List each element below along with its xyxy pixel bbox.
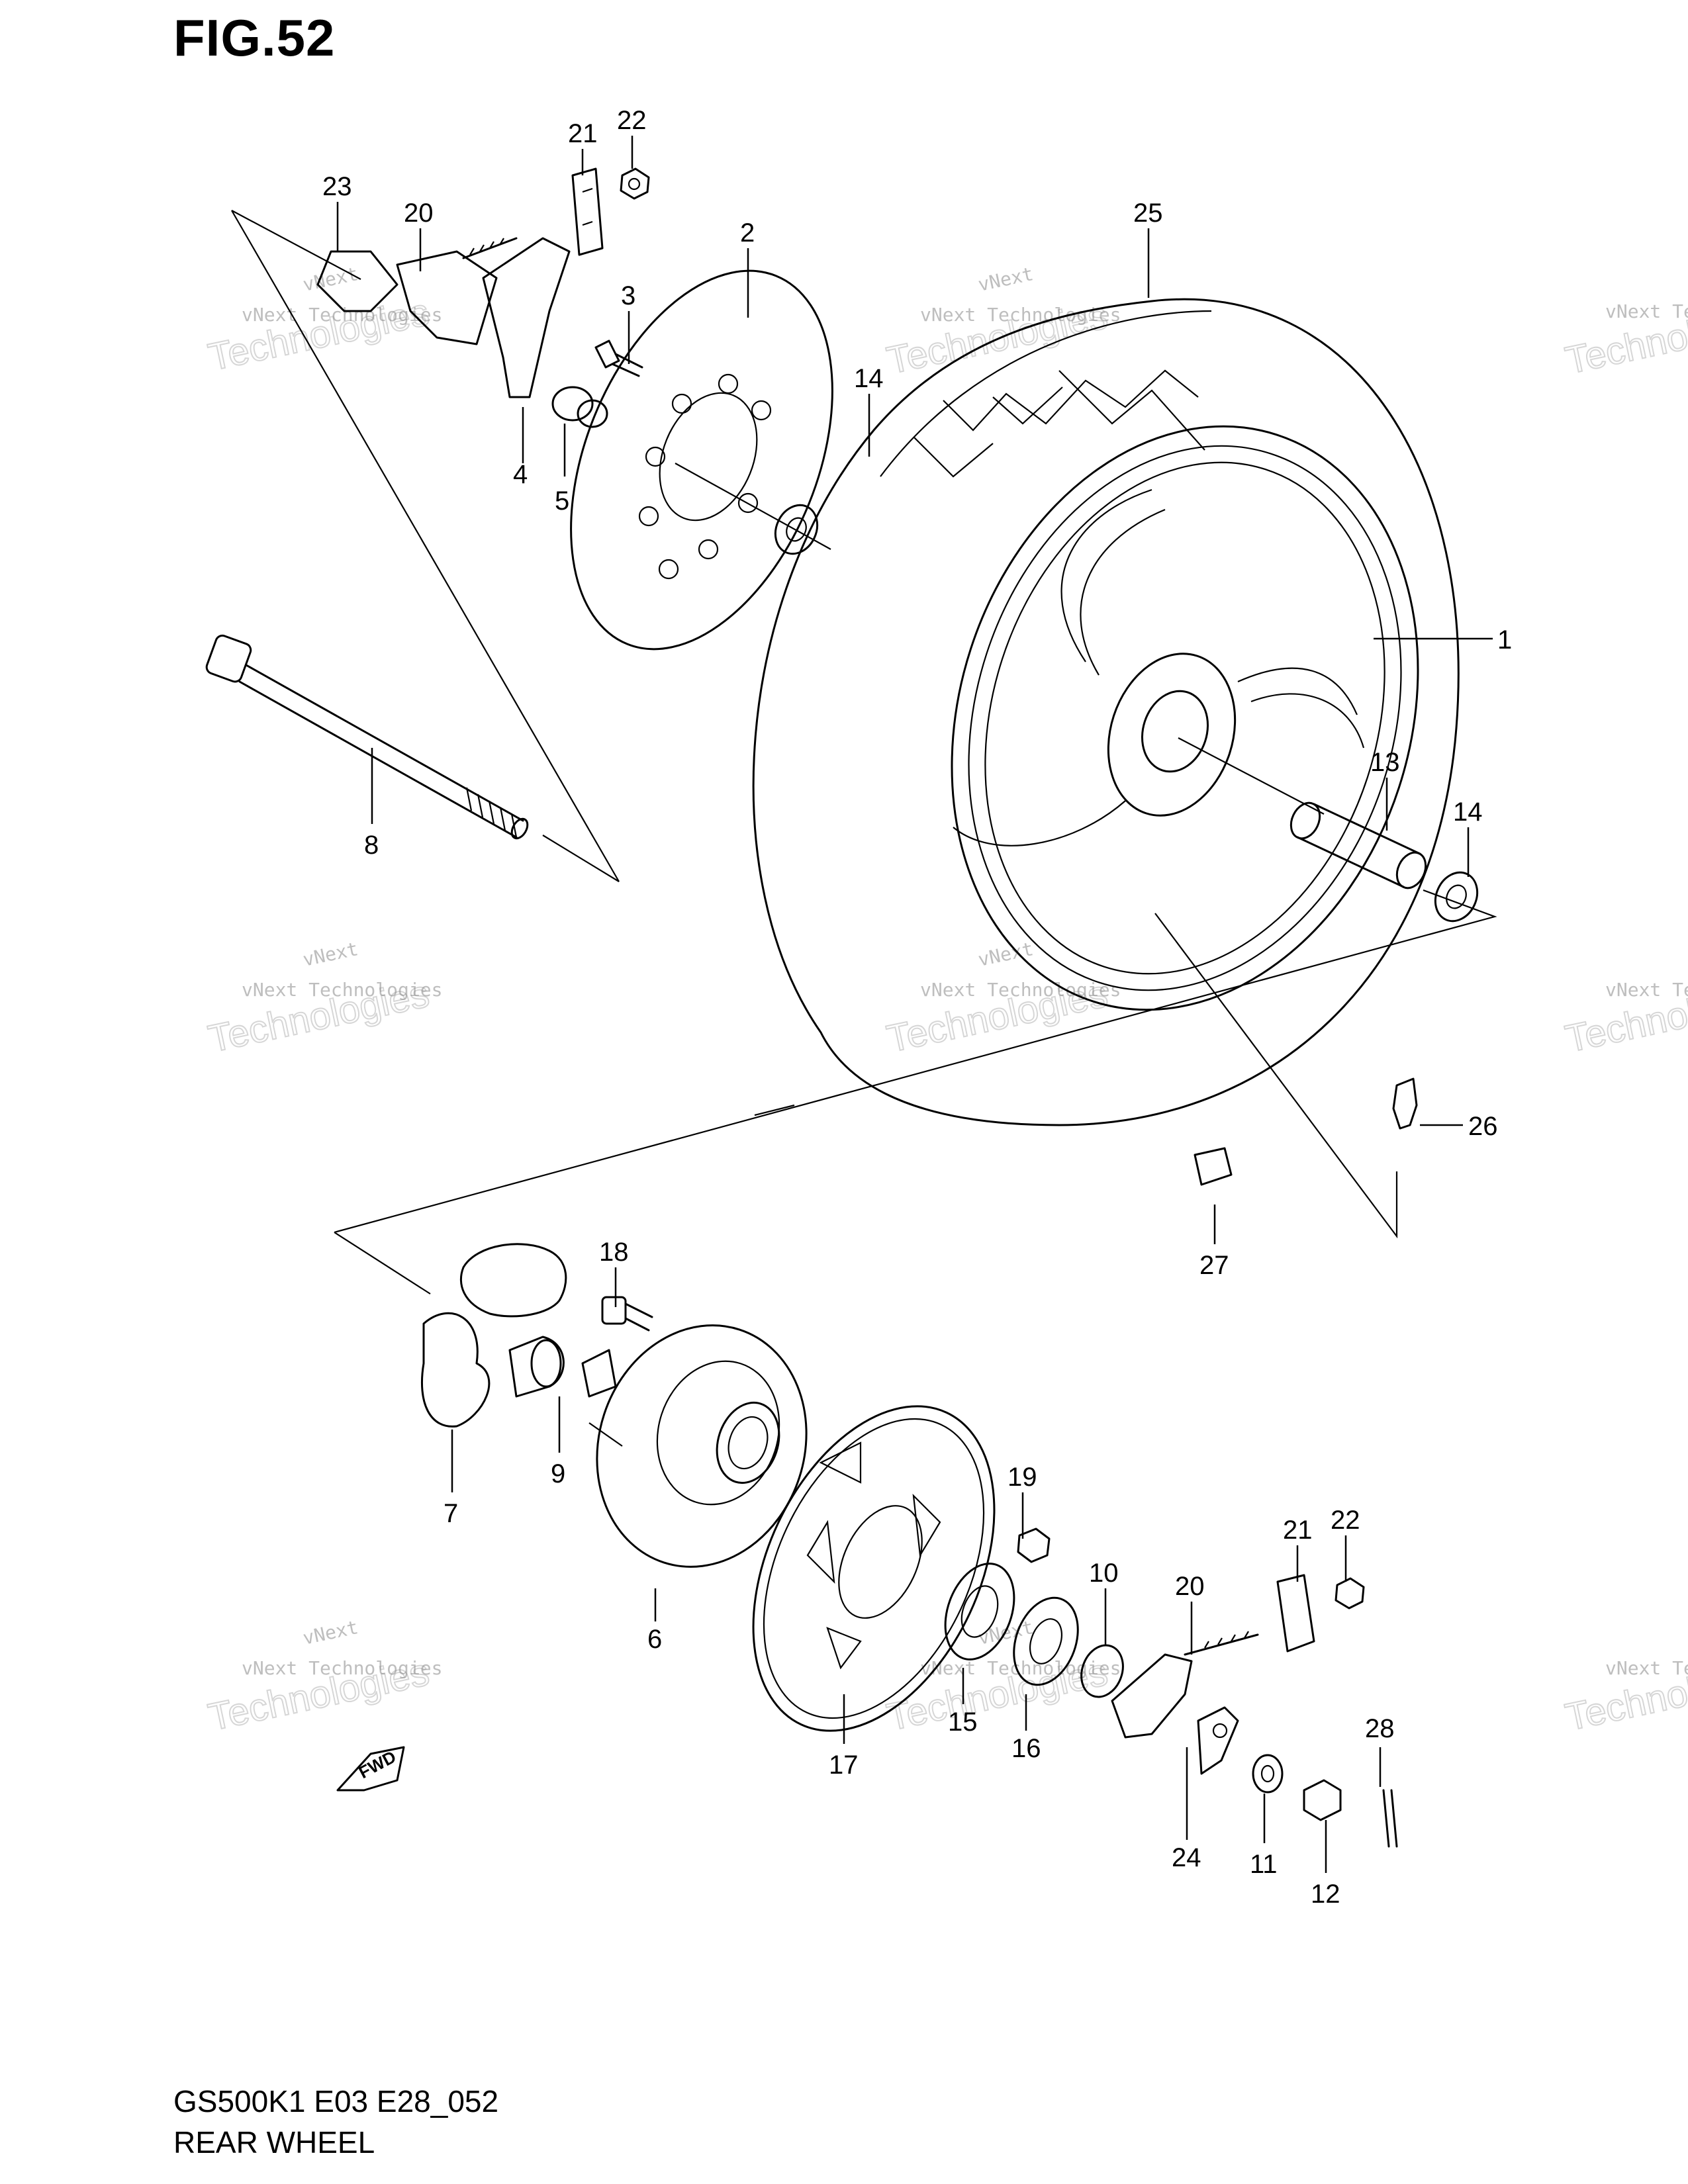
callout-24: 24 <box>1172 1843 1201 1872</box>
wheel-damper <box>420 1243 567 1428</box>
svg-text:vNext Technologies: vNext Technologies <box>1605 300 1688 322</box>
figure-title: FIG.52 <box>173 9 336 67</box>
forward-direction-arrow: FWD <box>336 1746 405 1792</box>
axle-nut <box>1303 1779 1342 1821</box>
watermark: Technologies vNext Technologies <box>1561 293 1688 383</box>
adjuster-nut <box>620 167 650 200</box>
watermark: Technologies vNext Technologies <box>1561 1650 1688 1740</box>
callout-5: 5 <box>555 486 569 516</box>
hub-damper-sleeve <box>508 1336 617 1398</box>
adjuster-nut <box>1335 1577 1365 1610</box>
rear-axle <box>205 634 529 840</box>
chain-adjuster-block <box>571 167 604 256</box>
callout-26: 26 <box>1468 1112 1498 1141</box>
svg-text:vNext Technologies: vNext Technologies <box>1605 1657 1688 1679</box>
brake-caliper-bracket <box>316 237 571 398</box>
axle-centerline <box>675 463 831 550</box>
callout-21-upper: 21 <box>568 119 598 148</box>
callout-14-right: 14 <box>1453 797 1483 827</box>
callout-21-lower: 21 <box>1283 1516 1313 1545</box>
callout-3: 3 <box>621 281 635 310</box>
bolt <box>594 340 643 377</box>
svg-text:vNext: vNext <box>976 938 1035 971</box>
balancer-weight <box>1194 1147 1233 1186</box>
svg-text:vNext: vNext <box>301 1616 360 1649</box>
callout-28: 28 <box>1365 1714 1395 1743</box>
callout-27: 27 <box>1199 1251 1229 1280</box>
callout-14-disc: 14 <box>854 364 884 393</box>
watermark: Technologies vNext Technologies vNext <box>882 1616 1121 1740</box>
oil-seal <box>1013 1596 1079 1686</box>
callout-19: 19 <box>1008 1463 1037 1492</box>
watermark: Technologies vNext Technologies vNext <box>204 938 442 1062</box>
callout-12: 12 <box>1311 1880 1340 1909</box>
svg-text:vNext Technologies: vNext Technologies <box>242 979 442 1001</box>
callout-25: 25 <box>1133 199 1163 228</box>
callout-10: 10 <box>1089 1559 1119 1588</box>
sprocket-mounting-drum <box>588 1324 808 1568</box>
callout-leader-lines <box>336 136 1493 1873</box>
callout-17: 17 <box>829 1751 859 1780</box>
diagram-code: GS500K1 E03 E28_052 <box>173 2084 499 2118</box>
svg-text:vNext Technologies: vNext Technologies <box>920 304 1121 326</box>
callout-22-lower: 22 <box>1331 1506 1360 1535</box>
svg-text:vNext: vNext <box>976 263 1035 296</box>
callout-15: 15 <box>948 1707 978 1737</box>
diagram-name: REAR WHEEL <box>173 2125 375 2160</box>
callout-20-lower: 20 <box>1175 1572 1205 1601</box>
axle-centerline <box>1178 737 1325 815</box>
adjuster-stopper <box>1197 1706 1239 1775</box>
svg-text:vNext: vNext <box>301 263 360 296</box>
cotter-pin <box>1382 1789 1398 1848</box>
callout-7: 7 <box>444 1499 458 1528</box>
watermark-group: Technologies vNext Technologies vNext Te… <box>204 263 1688 1740</box>
washer <box>1252 1754 1284 1794</box>
svg-text:vNext Technologies: vNext Technologies <box>242 304 442 326</box>
watermark: Technologies vNext Technologies <box>1561 972 1688 1062</box>
callout-1: 1 <box>1497 625 1512 655</box>
callout-22-upper: 22 <box>617 106 647 135</box>
callout-13: 13 <box>1370 748 1400 777</box>
sprocket-spacer <box>1080 1644 1124 1698</box>
callout-11: 11 <box>1250 1850 1278 1879</box>
svg-text:vNext Technologies: vNext Technologies <box>1605 979 1688 1001</box>
sprocket-nut <box>1017 1527 1051 1563</box>
callout-9: 9 <box>551 1459 565 1488</box>
callout-4: 4 <box>513 460 528 489</box>
callouts: 1 2 3 4 5 6 7 8 9 10 11 12 13 14 14 15 1… <box>322 106 1512 1909</box>
callout-8: 8 <box>364 831 379 860</box>
callout-20-upper: 20 <box>404 199 434 228</box>
chain-adjuster-right <box>1111 1631 1259 1739</box>
callout-23: 23 <box>322 172 352 201</box>
rear-rim <box>951 425 1419 1011</box>
axle-spacer <box>1289 801 1427 889</box>
bearing <box>944 1563 1015 1661</box>
wheel-bushing-right <box>1434 871 1479 923</box>
tire-valve <box>1392 1077 1418 1130</box>
svg-text:vNext: vNext <box>301 938 360 971</box>
watermark: Technologies vNext Technologies vNext <box>882 263 1121 383</box>
rear-tire <box>752 298 1460 1126</box>
rear-sprocket <box>752 1405 996 1732</box>
svg-text:vNext Technologies: vNext Technologies <box>920 979 1121 1001</box>
chain-adjuster-block <box>1276 1574 1315 1653</box>
callout-6: 6 <box>647 1625 662 1654</box>
callout-16: 16 <box>1011 1734 1041 1763</box>
callout-18: 18 <box>599 1238 629 1267</box>
watermark: Technologies vNext Technologies vNext <box>204 263 442 380</box>
brake-disc <box>570 269 833 651</box>
collar <box>551 386 608 428</box>
watermark: Technologies vNext Technologies vNext <box>204 1616 442 1740</box>
callout-2: 2 <box>740 218 755 248</box>
svg-text:vNext Technologies: vNext Technologies <box>242 1657 442 1679</box>
sprocket-mount-bolt <box>601 1296 653 1332</box>
